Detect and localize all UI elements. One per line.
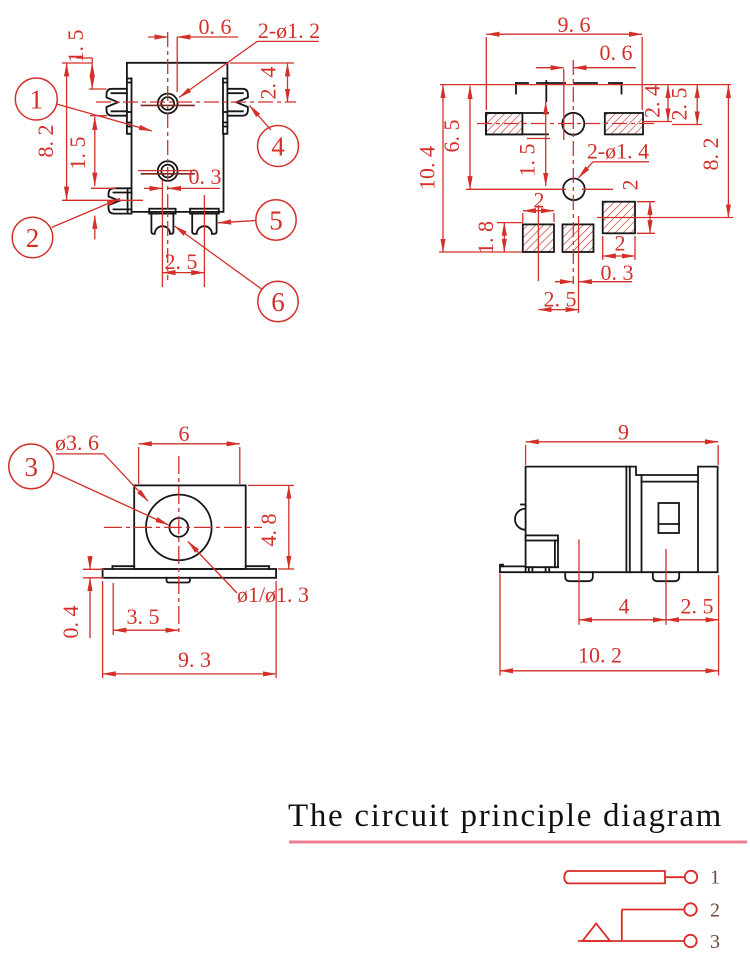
svg-text:1: 1 [710,867,720,889]
svg-text:3. 5: 3. 5 [127,604,160,629]
svg-text:6: 6 [271,287,285,317]
svg-text:4: 4 [271,132,285,162]
svg-text:6: 6 [179,421,190,446]
svg-text:2. 5: 2. 5 [667,88,692,121]
svg-text:9. 3: 9. 3 [178,647,211,672]
svg-text:8. 2: 8. 2 [33,125,58,158]
svg-text:2-ø1. 4: 2-ø1. 4 [587,139,649,164]
svg-text:ø1/ø1. 3: ø1/ø1. 3 [237,582,309,607]
svg-text:0. 3: 0. 3 [601,260,634,285]
svg-text:1: 1 [30,85,44,115]
svg-text:2: 2 [534,188,545,213]
svg-text:2: 2 [615,231,626,256]
svg-text:ø3. 6: ø3. 6 [55,430,99,455]
svg-text:3: 3 [24,452,38,482]
svg-text:4: 4 [619,594,630,619]
svg-text:4. 8: 4. 8 [256,514,281,547]
svg-text:1. 8: 1. 8 [473,221,498,254]
svg-text:5: 5 [269,206,283,236]
svg-text:3: 3 [710,931,720,953]
svg-text:9. 6: 9. 6 [558,12,591,37]
svg-text:1. 5: 1. 5 [63,30,88,63]
svg-text:9: 9 [618,420,629,445]
svg-text:1. 5: 1. 5 [65,137,90,170]
svg-text:2. 4: 2. 4 [256,67,281,100]
svg-text:2. 4: 2. 4 [640,85,665,118]
svg-text:1. 5: 1. 5 [515,144,540,177]
svg-text:0. 6: 0. 6 [199,14,232,39]
svg-text:0. 4: 0. 4 [58,606,83,639]
svg-text:2: 2 [710,900,720,922]
svg-text:2: 2 [618,180,643,191]
svg-text:6. 5: 6. 5 [439,120,464,153]
svg-text:2: 2 [26,223,40,253]
svg-text:8. 2: 8. 2 [698,138,723,171]
svg-text:2. 5: 2. 5 [681,594,714,619]
svg-text:2-ø1. 2: 2-ø1. 2 [258,18,320,43]
svg-text:2. 5: 2. 5 [544,287,577,312]
svg-text:0. 6: 0. 6 [600,40,633,65]
svg-text:The circuit principle diagram: The circuit principle diagram [288,798,723,834]
svg-text:10. 4: 10. 4 [415,146,440,190]
svg-text:0. 3: 0. 3 [189,164,222,189]
svg-text:2. 5: 2. 5 [165,249,198,274]
svg-text:10. 2: 10. 2 [578,643,622,668]
